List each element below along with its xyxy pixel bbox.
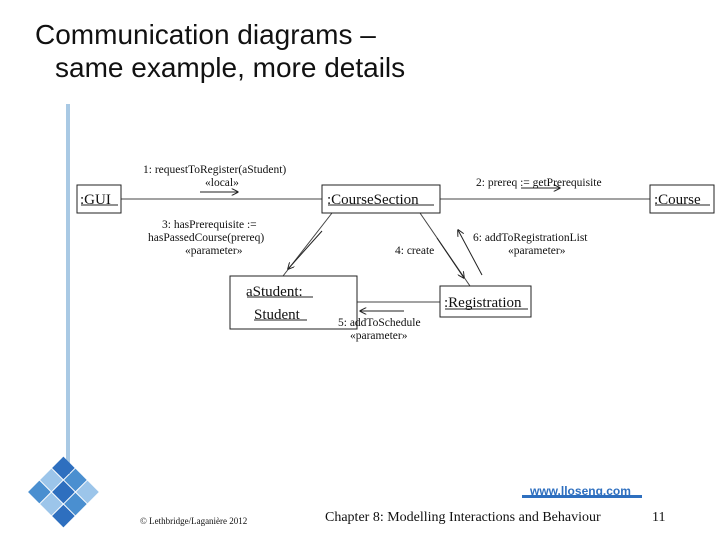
object-student-label-1: aStudent:	[246, 284, 303, 300]
arrow-msg-3	[288, 230, 323, 269]
msg-1-label: 1: requestToRegister(aStudent)	[143, 164, 286, 176]
page-number: 11	[652, 510, 666, 525]
arrow-msg-4	[436, 237, 464, 278]
object-gui-label: :GUI	[80, 192, 111, 208]
msg-4-label: 4: create	[395, 245, 434, 257]
object-course	[649, 184, 715, 214]
footer-accent-bar	[522, 495, 642, 498]
title-line-1: Communication diagrams –	[35, 19, 376, 50]
chapter-footer: Chapter 8: Modelling Interactions and Be…	[325, 510, 601, 525]
object-registration-label: :Registration	[444, 295, 522, 311]
msg-2-label: 2: prereq := getPrerequisite	[476, 177, 602, 189]
object-gui	[76, 184, 122, 214]
msg-3-label-2: hasPassedCourse(prereq)	[148, 232, 264, 244]
arrow-msg-6	[458, 230, 483, 276]
msg-1-stereotype: «local»	[205, 177, 239, 189]
msg-3-stereotype: «parameter»	[185, 245, 243, 257]
msg-6-stereotype: «parameter»	[508, 245, 566, 257]
msg-5-stereotype: «parameter»	[350, 330, 408, 342]
vertical-accent-bar	[66, 104, 70, 474]
object-student-label-2: Student	[254, 307, 301, 323]
object-coursesection-label: :CourseSection	[327, 192, 419, 208]
copyright: © Lethbridge/Laganière 2012	[140, 516, 248, 526]
object-registration	[439, 285, 532, 318]
slide-title: Communication diagrams – same example, m…	[35, 18, 405, 84]
title-line-2: same example, more details	[55, 52, 406, 83]
object-course-label: :Course	[654, 192, 701, 208]
website-link[interactable]: www.lloseng.com	[530, 484, 631, 498]
object-coursesection	[321, 184, 441, 214]
msg-5-label: 5: addToSchedule	[338, 317, 421, 329]
msg-3-label-1: 3: hasPrerequisite :=	[162, 219, 257, 231]
corner-logo	[28, 456, 99, 528]
msg-6-label: 6: addToRegistrationList	[473, 232, 588, 244]
